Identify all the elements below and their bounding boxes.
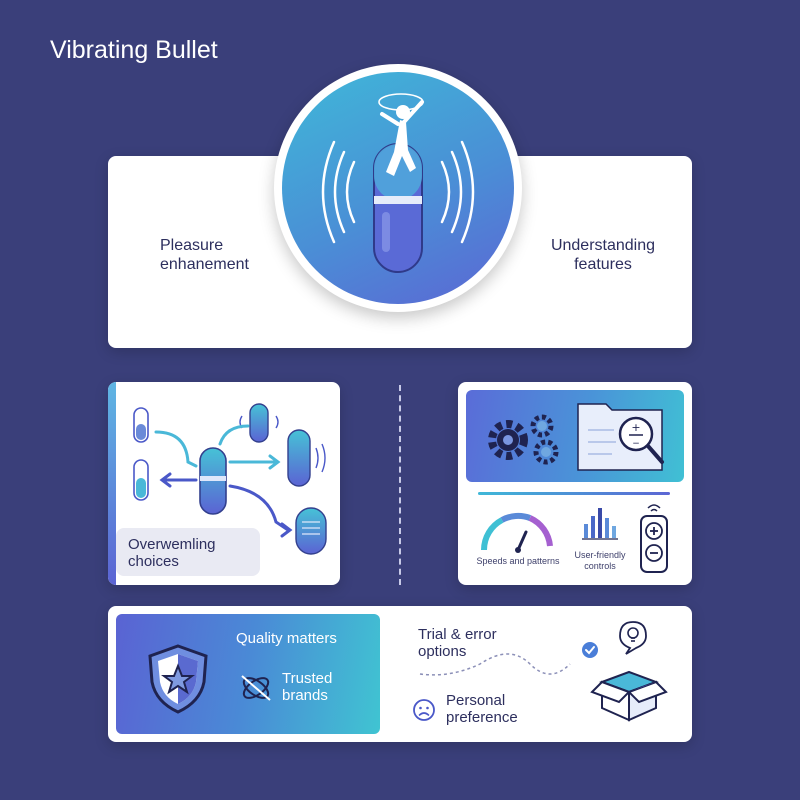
page-title: Vibrating Bullet <box>50 36 218 64</box>
trusted-brands-label: Trusted brands <box>282 670 333 704</box>
overwhelming-choices-label: Overwemling choices <box>116 528 260 576</box>
user-friendly-controls-label: User-friendly controls <box>574 550 626 571</box>
trial-error-label: Trial & error options <box>418 626 497 660</box>
svg-text:+: + <box>631 421 640 434</box>
bullet-vibration-illustration <box>321 93 475 273</box>
gears-magnifier-illustration: + − <box>488 403 664 471</box>
speedometer-icon <box>481 512 553 553</box>
lightbulb-icon <box>619 621 647 655</box>
trial-path-illustration <box>419 642 598 676</box>
hero-circle <box>274 64 522 312</box>
quality-matters-label: Quality matters <box>236 630 337 647</box>
handshake-icon <box>241 675 271 701</box>
features-separator <box>478 492 670 495</box>
personal-preference-label: Personal preference <box>446 692 518 726</box>
gear-icon <box>488 420 528 460</box>
hero-inner <box>282 72 514 304</box>
features-label: Understanding features <box>550 237 656 273</box>
speeds-patterns-label: Speeds and patterns <box>476 556 560 566</box>
magnifier-icon: + − <box>618 416 664 464</box>
svg-text:−: − <box>632 439 640 449</box>
product-choices-illustration <box>133 403 327 555</box>
sad-face-icon <box>413 699 435 721</box>
pleasure-label: Pleasure enhanement <box>160 237 249 273</box>
choices-accent-bar <box>108 382 116 585</box>
remote-control-icon <box>640 504 668 573</box>
bar-chart-icon <box>582 508 618 540</box>
section-divider <box>399 385 401 585</box>
shield-star-icon <box>148 644 208 714</box>
open-box-icon <box>590 670 668 722</box>
